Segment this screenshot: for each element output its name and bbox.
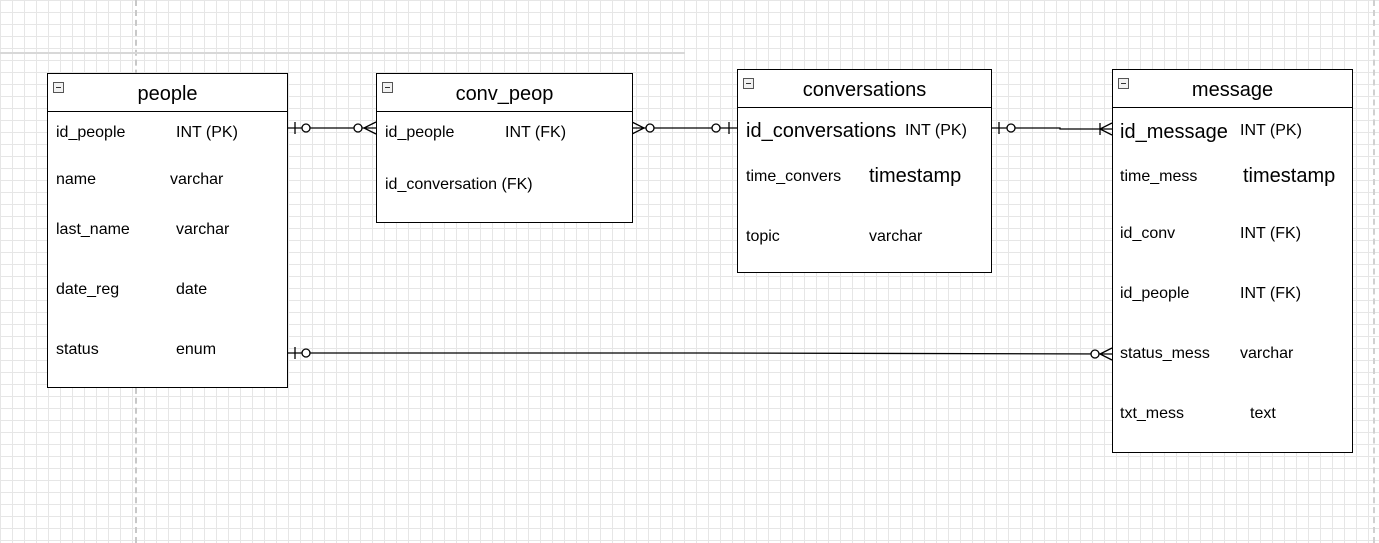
attr-type: timestamp xyxy=(869,165,962,187)
entity-header: message xyxy=(1113,70,1352,108)
attr-type: timestamp xyxy=(1243,165,1336,187)
rel-conversations-message[interactable] xyxy=(991,122,1113,136)
attr-name: time_mess xyxy=(1120,168,1198,185)
attr-type: varchar xyxy=(176,221,230,238)
attr-name: name xyxy=(56,171,97,188)
attr-type: varchar xyxy=(869,228,923,245)
rel-convpeop-conversations[interactable] xyxy=(631,121,737,135)
entity-title: conversations xyxy=(802,79,927,101)
entity-header: people xyxy=(48,74,287,112)
collapse-icon[interactable] xyxy=(1118,78,1129,89)
attr-name: id_conversation (FK) xyxy=(385,176,533,193)
entity-conv-peop[interactable]: conv_peop id_people INT (FK) id_conversa… xyxy=(376,73,633,223)
attr-type: enum xyxy=(176,341,217,358)
entity-title: conv_peop xyxy=(455,83,554,105)
attr-type: INT (PK) xyxy=(176,124,238,141)
attr-type: text xyxy=(1250,405,1276,422)
attr-name: date_reg xyxy=(56,281,120,298)
attr-name: id_people xyxy=(56,124,126,141)
page-guide-right xyxy=(1373,0,1375,543)
attr-name: last_name xyxy=(56,221,130,238)
attr-name: id_people xyxy=(385,124,455,141)
attr-type: INT (FK) xyxy=(1240,285,1302,302)
attr-name: txt_mess xyxy=(1120,405,1185,422)
attr-type: varchar xyxy=(170,171,224,188)
attr-type: INT (FK) xyxy=(1240,225,1302,242)
attr-type: INT (FK) xyxy=(505,124,567,141)
attr-name: id_conversations xyxy=(746,120,897,142)
attr-name: id_message xyxy=(1120,121,1228,143)
page-guide-horizontal xyxy=(0,52,685,54)
entity-conversations[interactable]: conversations id_conversations INT (PK) … xyxy=(737,69,992,273)
attr-name: topic xyxy=(746,228,780,245)
entity-header: conv_peop xyxy=(377,74,632,112)
attr-type: date xyxy=(176,281,208,298)
collapse-icon[interactable] xyxy=(382,82,393,93)
attr-name: status xyxy=(56,341,99,358)
entity-message[interactable]: message id_message INT (PK) time_mess ti… xyxy=(1112,69,1353,453)
attr-name: time_convers xyxy=(746,168,842,185)
rel-people-convpeop[interactable] xyxy=(287,121,377,135)
attr-name: status_mess xyxy=(1120,345,1210,362)
collapse-icon[interactable] xyxy=(53,82,64,93)
rel-people-message[interactable] xyxy=(287,347,1113,361)
entity-people[interactable]: people id_people INT (PK) name varchar l… xyxy=(47,73,288,388)
entity-header: conversations xyxy=(738,70,991,108)
attr-type: INT (PK) xyxy=(905,122,967,139)
attr-name: id_people xyxy=(1120,285,1190,302)
entity-title: message xyxy=(1191,79,1274,101)
collapse-icon[interactable] xyxy=(743,78,754,89)
attr-type: INT (PK) xyxy=(1240,122,1302,139)
entity-title: people xyxy=(137,83,198,105)
attr-type: varchar xyxy=(1240,345,1294,362)
attr-name: id_conv xyxy=(1120,225,1176,242)
